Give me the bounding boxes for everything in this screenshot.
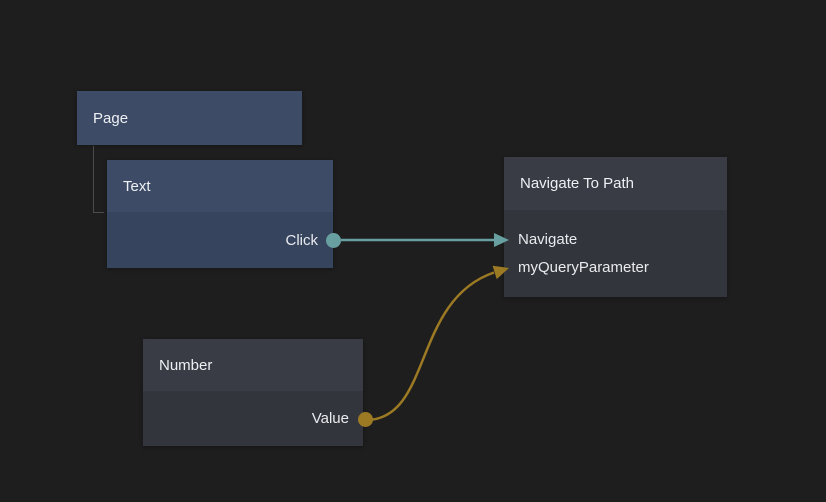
output-port-value[interactable] [358,412,373,427]
connection-value-to-myqueryparameter[interactable] [367,261,511,422]
node-number-title: Number [143,339,363,391]
node-number-output-row: Value [143,391,363,446]
connection-click-to-navigate[interactable] [341,233,509,247]
input-label-navigate: Navigate [518,231,578,248]
node-text-output-row: Click [107,212,333,268]
node-navigate-to-path-inputs: Navigate myQueryParameter [504,210,727,297]
output-port-click[interactable] [326,233,341,248]
node-text[interactable]: Text Click [107,160,333,268]
input-label-myqueryparameter: myQueryParameter [518,259,649,276]
output-label-value: Value [311,410,349,427]
node-text-title: Text [107,160,333,212]
node-navigate-to-path[interactable]: Navigate To Path Navigate myQueryParamet… [504,157,727,297]
node-page[interactable]: Page [77,91,302,145]
hierarchy-connector-page-text [93,146,104,213]
output-label-click: Click [285,231,319,249]
node-number[interactable]: Number Value [143,339,363,446]
node-page-title: Page [77,91,302,145]
node-navigate-to-path-title: Navigate To Path [504,157,727,210]
